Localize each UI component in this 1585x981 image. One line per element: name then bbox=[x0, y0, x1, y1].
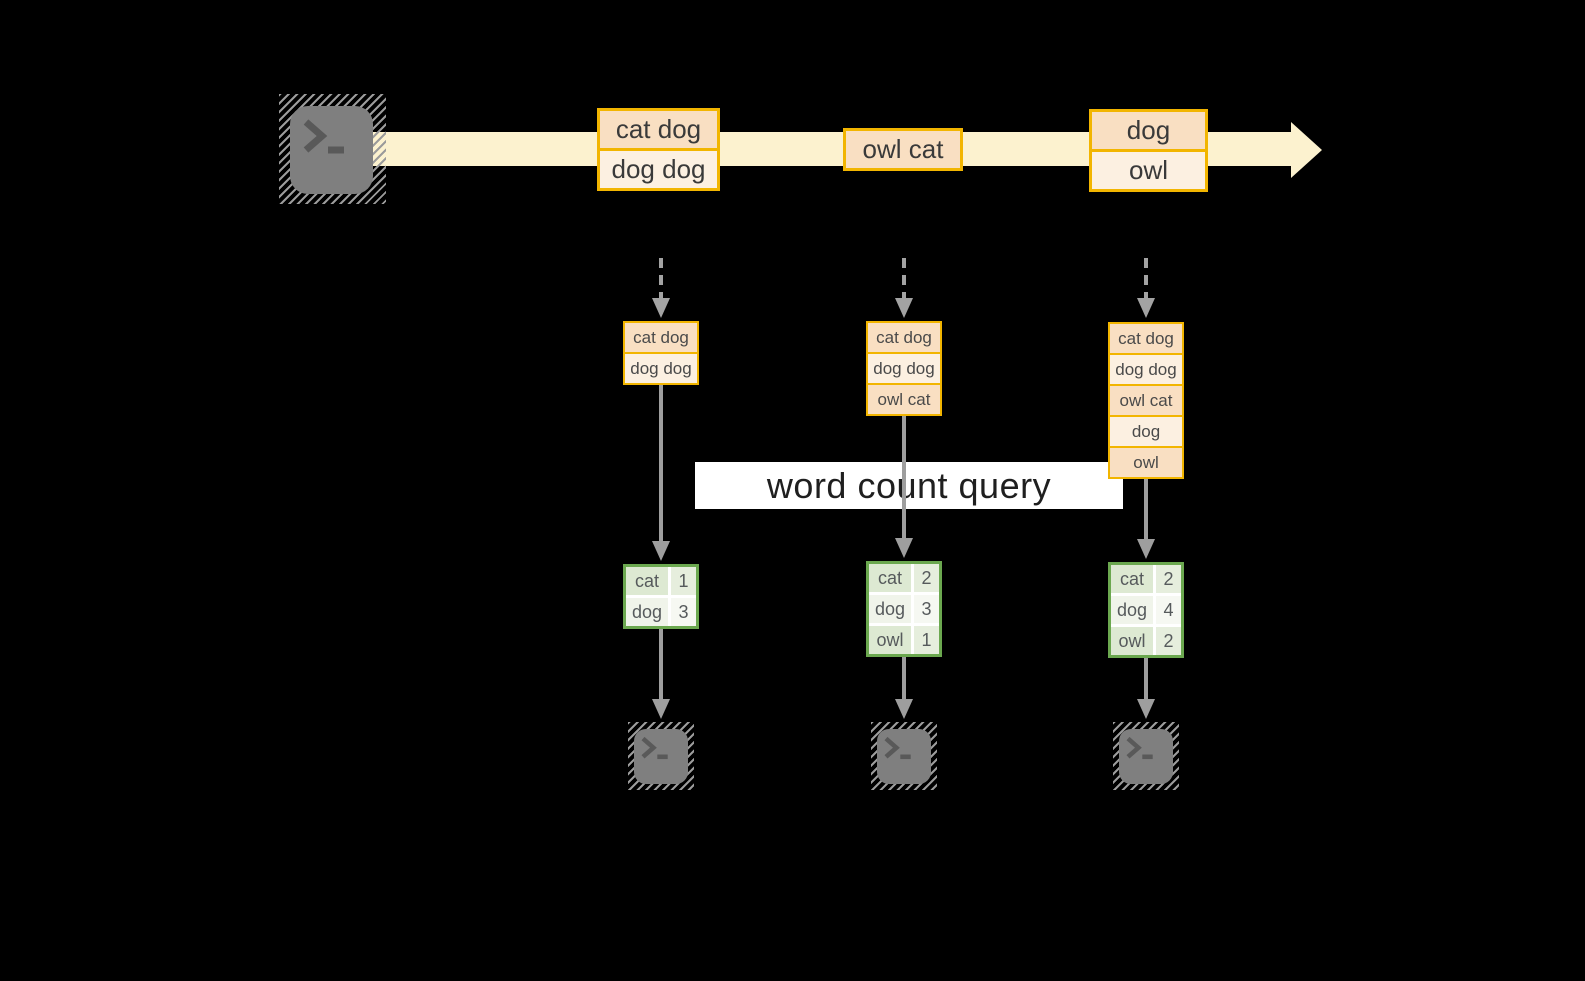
stream-record: owl cat bbox=[846, 131, 960, 168]
buffer-stack-1: cat dog dog dog bbox=[623, 321, 699, 385]
prompt-icon bbox=[303, 119, 344, 154]
dashed-down-arrow-icon bbox=[1137, 258, 1155, 318]
stream-record: cat dog bbox=[600, 111, 717, 148]
down-arrow-icon bbox=[895, 657, 913, 719]
count-table-3: cat 2 dog 4 owl 2 bbox=[1108, 562, 1184, 658]
count-cell: 2 bbox=[1156, 565, 1181, 593]
prompt-icon bbox=[1126, 736, 1153, 760]
buffer-record: dog dog bbox=[1110, 353, 1182, 384]
stream-arrowhead-icon bbox=[1291, 122, 1322, 178]
stream-event-2: owl cat bbox=[843, 128, 963, 171]
word-cell: cat bbox=[869, 564, 911, 592]
dashed-down-arrow-icon bbox=[895, 258, 913, 318]
buffer-record: dog bbox=[1110, 415, 1182, 446]
terminal-screen bbox=[877, 729, 931, 784]
count-cell: 2 bbox=[1156, 627, 1181, 655]
word-cell: dog bbox=[869, 595, 911, 623]
down-arrow-icon bbox=[652, 629, 670, 719]
stream-record: dog dog bbox=[600, 148, 717, 188]
word-cell: cat bbox=[1111, 565, 1153, 593]
word-cell: dog bbox=[626, 598, 668, 626]
stream-event-1: cat dog dog dog bbox=[597, 108, 720, 191]
down-arrow-icon bbox=[1137, 479, 1155, 559]
word-cell: owl bbox=[1111, 627, 1153, 655]
terminal-screen bbox=[290, 106, 373, 194]
down-arrow-icon bbox=[895, 416, 913, 558]
stream-record: owl bbox=[1092, 149, 1205, 189]
terminal-icon bbox=[871, 722, 937, 790]
buffer-stack-3: cat dog dog dog owl cat dog owl bbox=[1108, 322, 1184, 479]
down-arrow-icon bbox=[652, 385, 670, 561]
terminal-icon bbox=[1113, 722, 1179, 790]
count-table-1: cat 1 dog 3 bbox=[623, 564, 699, 629]
terminal-icon bbox=[628, 722, 694, 790]
word-cell: cat bbox=[626, 567, 668, 595]
query-banner: word count query bbox=[695, 462, 1123, 509]
count-cell: 3 bbox=[914, 595, 939, 623]
buffer-record: dog dog bbox=[625, 352, 697, 383]
stream-event-3: dog owl bbox=[1089, 109, 1208, 192]
count-table-2: cat 2 dog 3 owl 1 bbox=[866, 561, 942, 657]
stream-record: dog bbox=[1092, 112, 1205, 149]
terminal-icon bbox=[279, 94, 386, 204]
buffer-stack-2: cat dog dog dog owl cat bbox=[866, 321, 942, 416]
count-cell: 4 bbox=[1156, 596, 1181, 624]
buffer-record: owl cat bbox=[1110, 384, 1182, 415]
word-cell: owl bbox=[869, 626, 911, 654]
dashed-down-arrow-icon bbox=[652, 258, 670, 318]
terminal-screen bbox=[1119, 729, 1173, 784]
word-cell: dog bbox=[1111, 596, 1153, 624]
prompt-icon bbox=[641, 736, 668, 760]
prompt-icon bbox=[884, 736, 911, 760]
count-cell: 3 bbox=[671, 598, 696, 626]
terminal-screen bbox=[634, 729, 688, 784]
count-cell: 1 bbox=[671, 567, 696, 595]
buffer-record: cat dog bbox=[625, 323, 697, 352]
count-cell: 2 bbox=[914, 564, 939, 592]
buffer-record: cat dog bbox=[1110, 324, 1182, 353]
buffer-record: owl cat bbox=[868, 383, 940, 414]
buffer-record: owl bbox=[1110, 446, 1182, 477]
buffer-record: dog dog bbox=[868, 352, 940, 383]
buffer-record: cat dog bbox=[868, 323, 940, 352]
count-cell: 1 bbox=[914, 626, 939, 654]
down-arrow-icon bbox=[1137, 658, 1155, 719]
